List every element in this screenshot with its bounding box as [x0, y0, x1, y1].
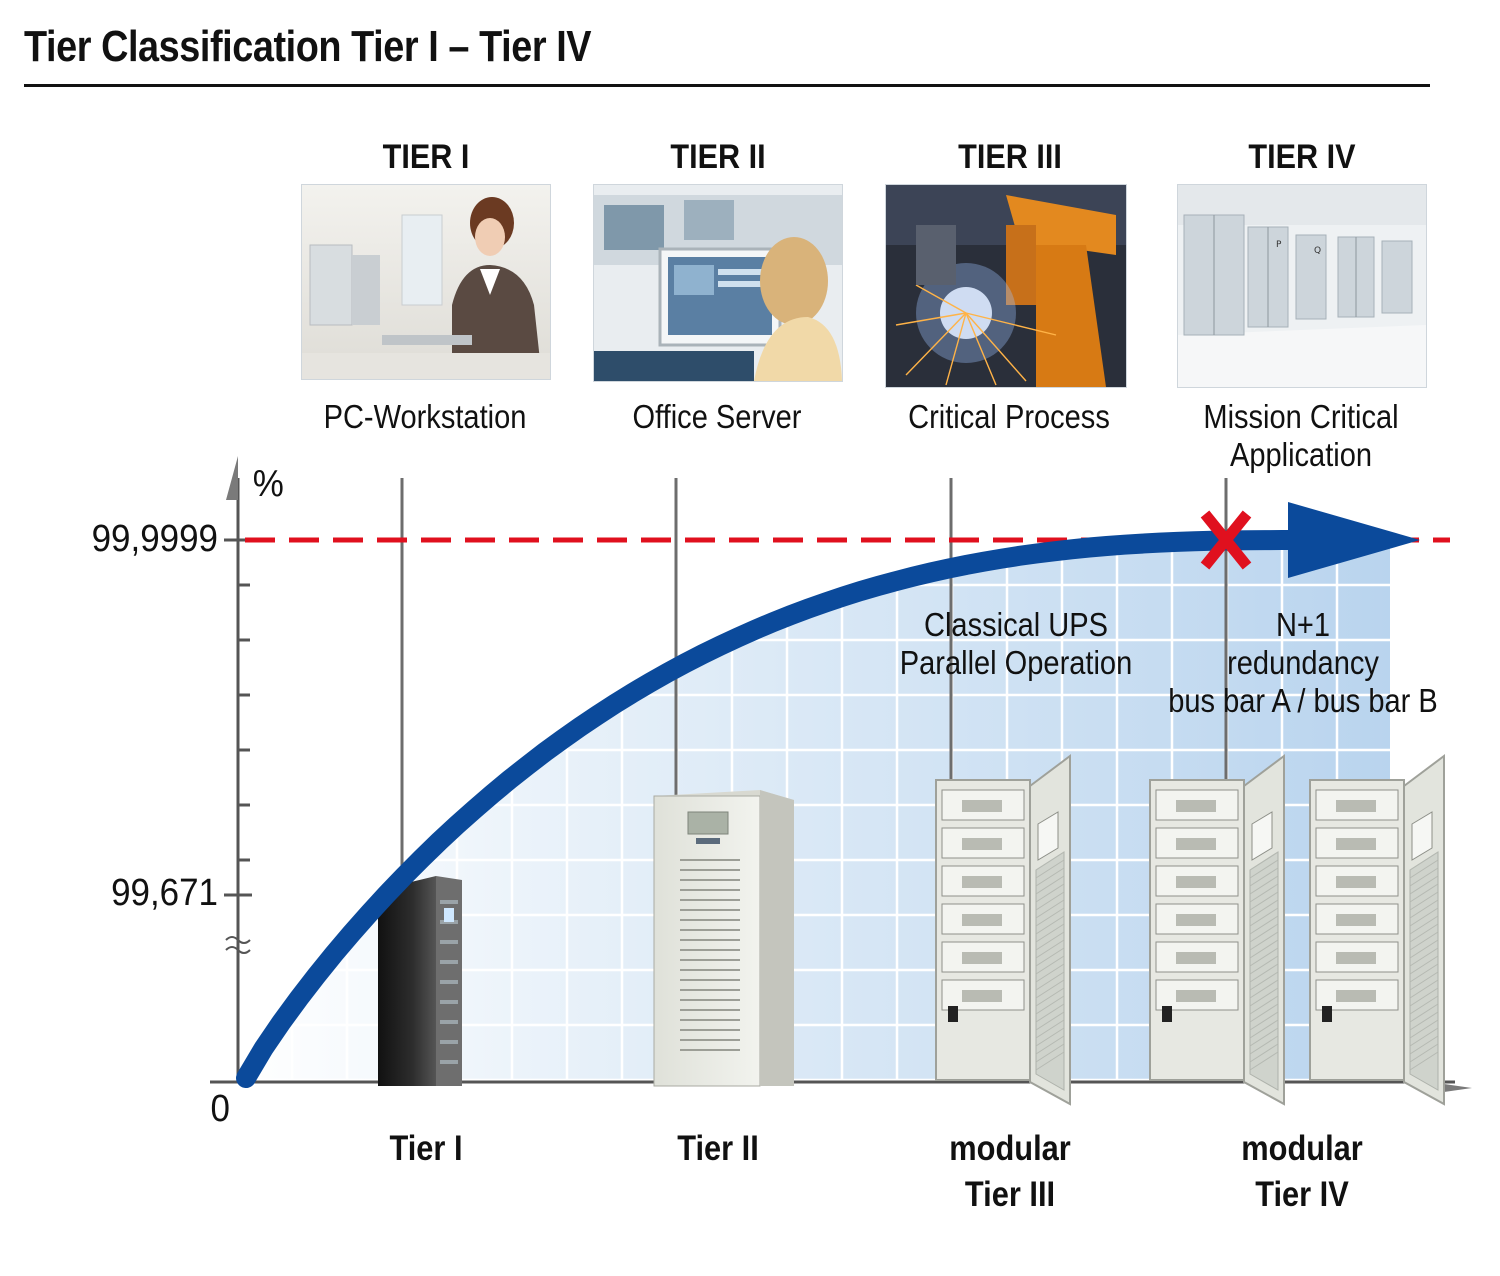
tier-4-annotation: N+1 redundancy bus bar A / bus bar B — [1168, 606, 1438, 719]
y-label-origin: 0 — [210, 1088, 230, 1130]
data-center-photo: P Q — [1177, 184, 1427, 388]
y-label-middle: 99,671 — [111, 872, 218, 914]
black-tower-ups-icon — [378, 876, 462, 1086]
y-axis — [224, 456, 252, 1082]
grey-cabinet-ups-icon — [653, 790, 794, 1087]
tier-2-heading: TIER II — [670, 138, 766, 176]
welding-robot-photo — [885, 184, 1127, 388]
tier-3-annotation: Classical UPS Parallel Operation — [899, 606, 1133, 681]
tier-2-device-label: Tier II — [677, 1129, 759, 1168]
tier-1-heading: TIER I — [382, 138, 470, 176]
page-title: Tier Classification Tier I – Tier IV — [24, 22, 592, 71]
red-x-icon — [1200, 510, 1252, 570]
tier-4-caption: Mission Critical Application — [1203, 398, 1399, 473]
tier-4-device-label: modular Tier IV — [1241, 1129, 1363, 1214]
office-server-photo — [593, 184, 843, 382]
axis-break-icon — [225, 936, 251, 954]
tier-1-caption: PC-Workstation — [323, 398, 527, 435]
tier-3-heading: TIER III — [958, 138, 1062, 176]
svg-text:P: P — [1276, 240, 1282, 250]
modular-rack-ups-icon — [1309, 754, 1445, 1106]
tier-1-device-label: Tier I — [389, 1129, 463, 1168]
svg-text:Q: Q — [1314, 246, 1321, 256]
y-axis-unit: % — [252, 463, 284, 505]
tier-2-caption: Office Server — [632, 398, 802, 435]
modular-rack-ups-icon — [1149, 754, 1285, 1106]
tier-4-heading: TIER IV — [1248, 138, 1356, 176]
tier-3-caption: Critical Process — [908, 398, 1110, 435]
availability-curve — [236, 530, 1310, 1088]
title-underline — [24, 84, 1430, 87]
y-label-top: 99,9999 — [91, 518, 218, 560]
woman-at-workstation-photo — [301, 184, 551, 380]
curve-arrowhead-icon — [1288, 502, 1420, 578]
modular-rack-ups-icon — [935, 754, 1071, 1106]
tier-3-device-label: modular Tier III — [949, 1129, 1071, 1214]
y-axis-arrow-icon — [226, 456, 238, 500]
